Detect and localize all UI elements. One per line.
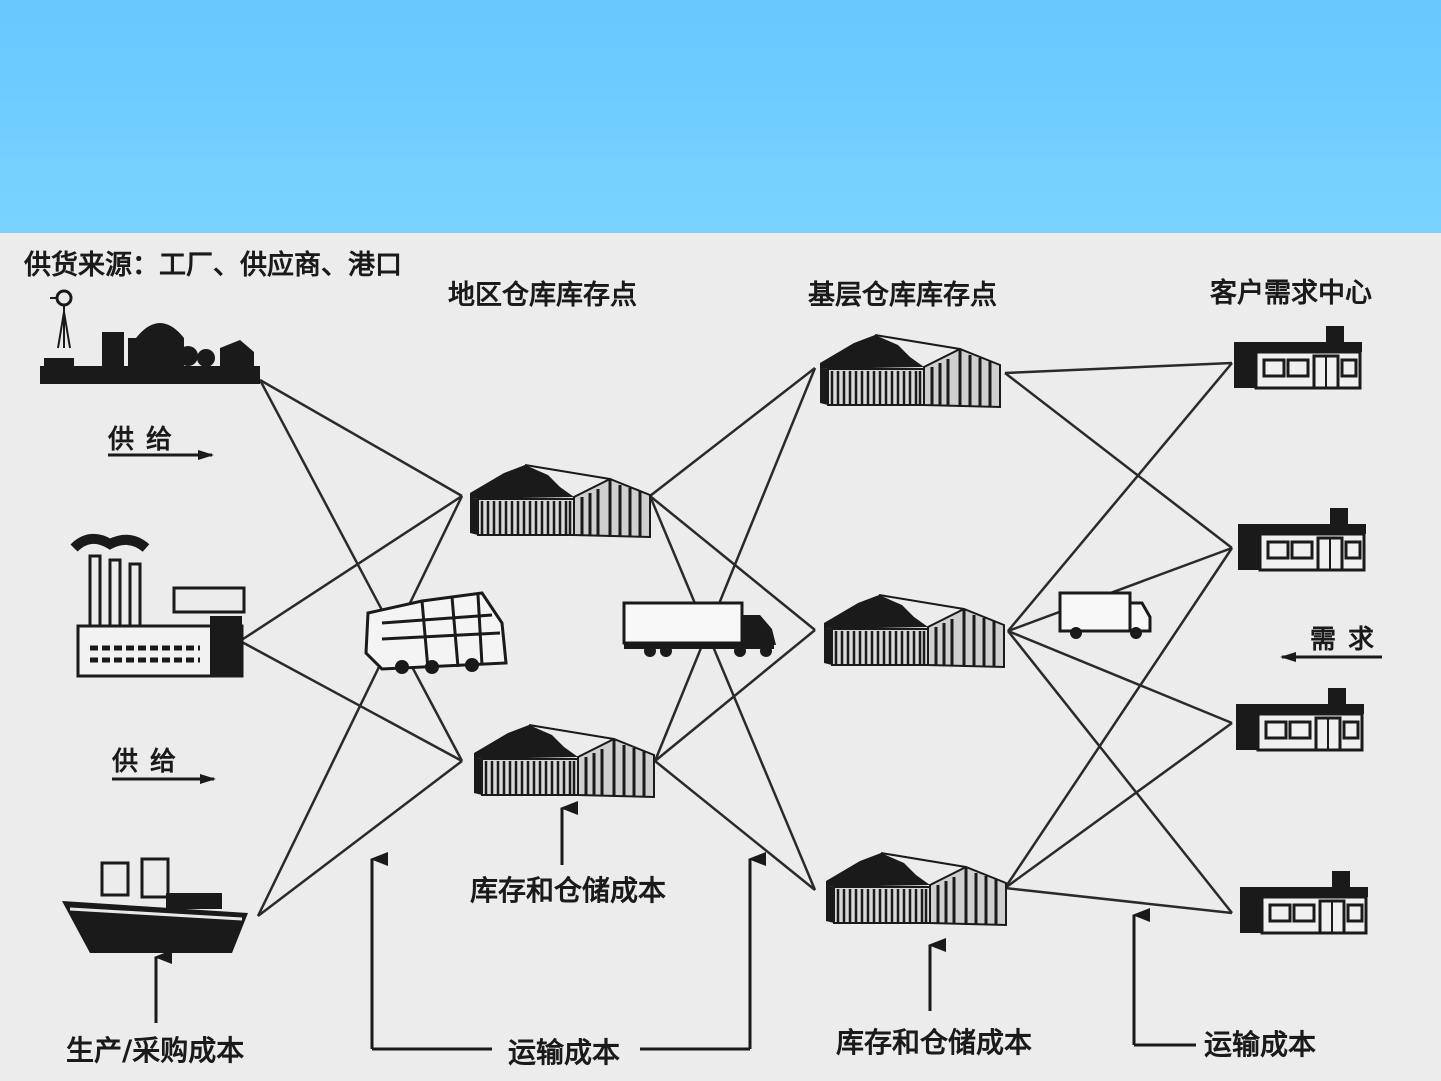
local-warehouse-1 (820, 335, 1000, 407)
transport-cost-bracket-right (1134, 915, 1196, 1045)
diagram-canvas (0, 233, 1441, 1081)
transport-cost-label-right: 运输成本 (1204, 1023, 1316, 1063)
inventory-cost-label-left: 库存和仓储成本 (470, 869, 666, 909)
box-truck-icon (1060, 593, 1150, 639)
title-banner (0, 0, 1441, 233)
production-cost-label: 生产/采购成本 (66, 1029, 244, 1069)
customer-store-3 (1236, 688, 1364, 750)
local-warehouse-title: 基层仓库库存点 (808, 273, 997, 312)
supply-label-top: 供给 (108, 419, 184, 456)
inventory-cost-label-right: 库存和仓储成本 (836, 1021, 1032, 1061)
demand-label: 需求 (1310, 619, 1386, 656)
semi-truck-icon (624, 603, 776, 657)
source-title: 供货来源：工厂、供应商、港口 (24, 243, 402, 282)
regional-warehouse-title: 地区仓库库存点 (448, 273, 637, 312)
farm-icon (40, 291, 260, 384)
supply-label-bottom: 供给 (112, 741, 188, 778)
regional-warehouse-2 (474, 725, 654, 797)
local-warehouse-2 (824, 595, 1004, 667)
customer-store-4 (1240, 871, 1368, 933)
local-warehouse-3 (826, 853, 1006, 925)
customer-demand-title: 客户需求中心 (1210, 271, 1372, 310)
customer-store-2 (1238, 508, 1366, 570)
transport-cost-label-left: 运输成本 (508, 1031, 620, 1071)
factory-icon (74, 539, 244, 676)
regional-warehouse-1 (470, 465, 650, 537)
supply-chain-diagram: 供货来源：工厂、供应商、港口 地区仓库库存点 基层仓库库存点 客户需求中心 供给… (0, 233, 1441, 1081)
ship-icon (62, 859, 248, 953)
train-icon (366, 593, 506, 674)
customer-store-1 (1234, 326, 1362, 388)
